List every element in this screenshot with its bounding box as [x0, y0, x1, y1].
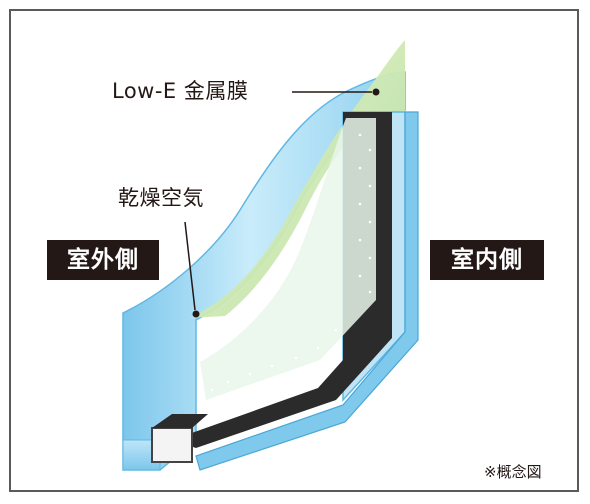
dry-air-leader-dot [192, 310, 200, 318]
bottom-glass-edge [122, 439, 161, 471]
outdoor-side-tag: 室外側 [47, 240, 159, 280]
dry-air-leader-line [184, 221, 196, 311]
spacer-end-cap [151, 427, 193, 463]
indoor-side-tag: 室内側 [430, 240, 544, 280]
spacer-end-cap-top [152, 414, 208, 428]
dry-air-chamber [200, 118, 376, 400]
dry-air-label: 乾燥空気 [118, 186, 204, 210]
concept-note: ※概念図 [484, 463, 542, 481]
indoor-glass-slab [195, 111, 419, 471]
diagram-frame [9, 9, 579, 492]
lowe-film-label: Low-E 金属膜 [112, 79, 249, 103]
lowe-leader-dot [372, 88, 380, 96]
desiccant-dots [210, 133, 372, 392]
